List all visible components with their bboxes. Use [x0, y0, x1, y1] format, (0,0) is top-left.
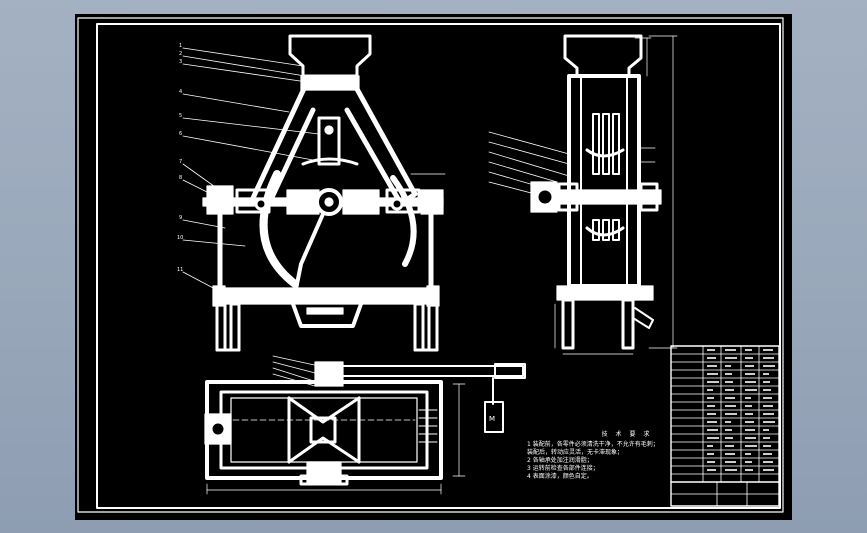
- svg-text:3: 3: [179, 59, 182, 65]
- top-view: M: [204, 355, 526, 495]
- parts-list-cell-text: [745, 421, 754, 423]
- sheet-inner-border: [96, 23, 781, 509]
- parts-list-cell-text: [707, 429, 718, 431]
- notes-title: 技 术 要 求: [601, 431, 653, 438]
- note-line-4: 3 运转前检查各部件连接；: [527, 465, 599, 472]
- front-view: 1 2 3 4 5 6 7 8 9 10 11: [177, 34, 446, 352]
- parts-list-cell-text: [707, 397, 714, 399]
- svg-text:11: 11: [177, 267, 183, 273]
- parts-list-cell-text: [745, 429, 755, 431]
- title-block: [670, 345, 780, 507]
- parts-list-cell-text: [745, 453, 751, 455]
- cad-viewport[interactable]: 1 2 3 4 5 6 7 8 9 10 11: [75, 14, 792, 520]
- parts-list-cell-text: [707, 453, 714, 455]
- svg-text:7: 7: [179, 159, 182, 165]
- note-line-5: 4 表面涂漆，颜色自定。: [527, 473, 593, 480]
- parts-list-cell-text: [745, 405, 752, 407]
- sheet-outer-border: [77, 17, 784, 513]
- svg-text:2: 2: [179, 51, 182, 57]
- parts-list-cell-text: [707, 373, 718, 375]
- note-line-2: 装配后，转动应灵活，无卡滞现象；: [527, 449, 624, 456]
- parts-list-cell-text: [745, 397, 751, 399]
- parts-list-cell-text: [725, 469, 737, 471]
- parts-list-cell-text: [725, 453, 735, 455]
- parts-list-cell-text: [745, 357, 753, 359]
- parts-list-cell-text: [763, 429, 769, 431]
- parts-list-cell-text: [745, 373, 755, 375]
- parts-list-cell-text: [725, 421, 731, 423]
- note-line-1: 1 装配前，各零件必须清洗干净，不允许有毛刺；: [527, 441, 659, 448]
- parts-list-cell-text: [763, 461, 773, 463]
- parts-list-cell-text: [707, 437, 719, 439]
- parts-list-cell-text: [745, 461, 752, 463]
- parts-list-cell-text: [725, 429, 732, 431]
- note-line-3: 2 各轴承处加注润滑脂；: [527, 457, 593, 464]
- parts-list-cell-text: [707, 381, 719, 383]
- parts-list-cell-text: [725, 397, 735, 399]
- side-view: [488, 34, 678, 355]
- parts-list-cell-text: [745, 437, 756, 439]
- parts-list-cell-text: [763, 469, 774, 471]
- parts-list-cell-text: [707, 445, 713, 447]
- parts-list-cell-text: [725, 437, 733, 439]
- parts-list-cell-text: [707, 421, 717, 423]
- parts-list-cell-text: [707, 349, 715, 351]
- parts-list-cell-text: [745, 445, 757, 447]
- parts-list-cell-text: [763, 445, 771, 447]
- svg-text:M: M: [489, 415, 495, 423]
- parts-list-cell-text: [763, 349, 773, 351]
- parts-list-cell-text: [725, 365, 731, 367]
- engineering-drawing: 1 2 3 4 5 6 7 8 9 10 11: [77, 17, 784, 513]
- parts-list-cell-text: [745, 365, 754, 367]
- parts-list-cell-text: [707, 365, 717, 367]
- parts-list-cell-text: [763, 397, 772, 399]
- parts-list-cell-text: [725, 373, 732, 375]
- parts-list-cell-text: [745, 349, 752, 351]
- svg-text:4: 4: [179, 89, 182, 95]
- parts-list-cell-text: [763, 365, 775, 367]
- parts-list-cell-text: [763, 373, 769, 375]
- parts-list-cell-text: [763, 413, 774, 415]
- svg-text:10: 10: [177, 235, 183, 241]
- parts-list-cell-text: [707, 413, 716, 415]
- svg-text:9: 9: [179, 215, 182, 221]
- front-hopper: [288, 34, 372, 78]
- parts-list-cell-text: [725, 405, 736, 407]
- technical-requirements-notes: 技 术 要 求 1 装配前，各零件必须清洗干净，不允许有毛刺； 装配后，转动应灵…: [527, 431, 727, 481]
- parts-list-cell-text: [745, 389, 757, 391]
- parts-list-cell-text: [763, 357, 774, 359]
- parts-list-cell-text: [707, 357, 716, 359]
- parts-list-cell-text: [725, 461, 736, 463]
- parts-list-cell-text: [725, 445, 734, 447]
- parts-list-cell-text: [763, 437, 770, 439]
- parts-list-cell-text: [725, 381, 733, 383]
- parts-list-cell-text: [763, 453, 772, 455]
- parts-list-cell-text: [763, 389, 771, 391]
- svg-text:5: 5: [179, 113, 182, 119]
- parts-list-cell-text: [707, 469, 716, 471]
- parts-list-cell-text: [725, 389, 734, 391]
- svg-text:6: 6: [179, 131, 182, 137]
- parts-list-cell-text: [745, 381, 756, 383]
- parts-list-cell-text: [745, 413, 753, 415]
- parts-list-cell-text: [763, 405, 773, 407]
- parts-list-cell-text: [707, 405, 715, 407]
- parts-list-cell-text: [725, 413, 737, 415]
- parts-list-cell-text: [745, 469, 753, 471]
- parts-list-cell-text: [763, 381, 770, 383]
- svg-text:1: 1: [179, 43, 182, 49]
- parts-list-cell-text: [725, 349, 736, 351]
- parts-list-cell-text: [707, 389, 713, 391]
- parts-list-cell-text: [725, 357, 737, 359]
- parts-list-cell-text: [707, 461, 715, 463]
- parts-list-cell-text: [763, 421, 775, 423]
- svg-text:8: 8: [179, 175, 182, 181]
